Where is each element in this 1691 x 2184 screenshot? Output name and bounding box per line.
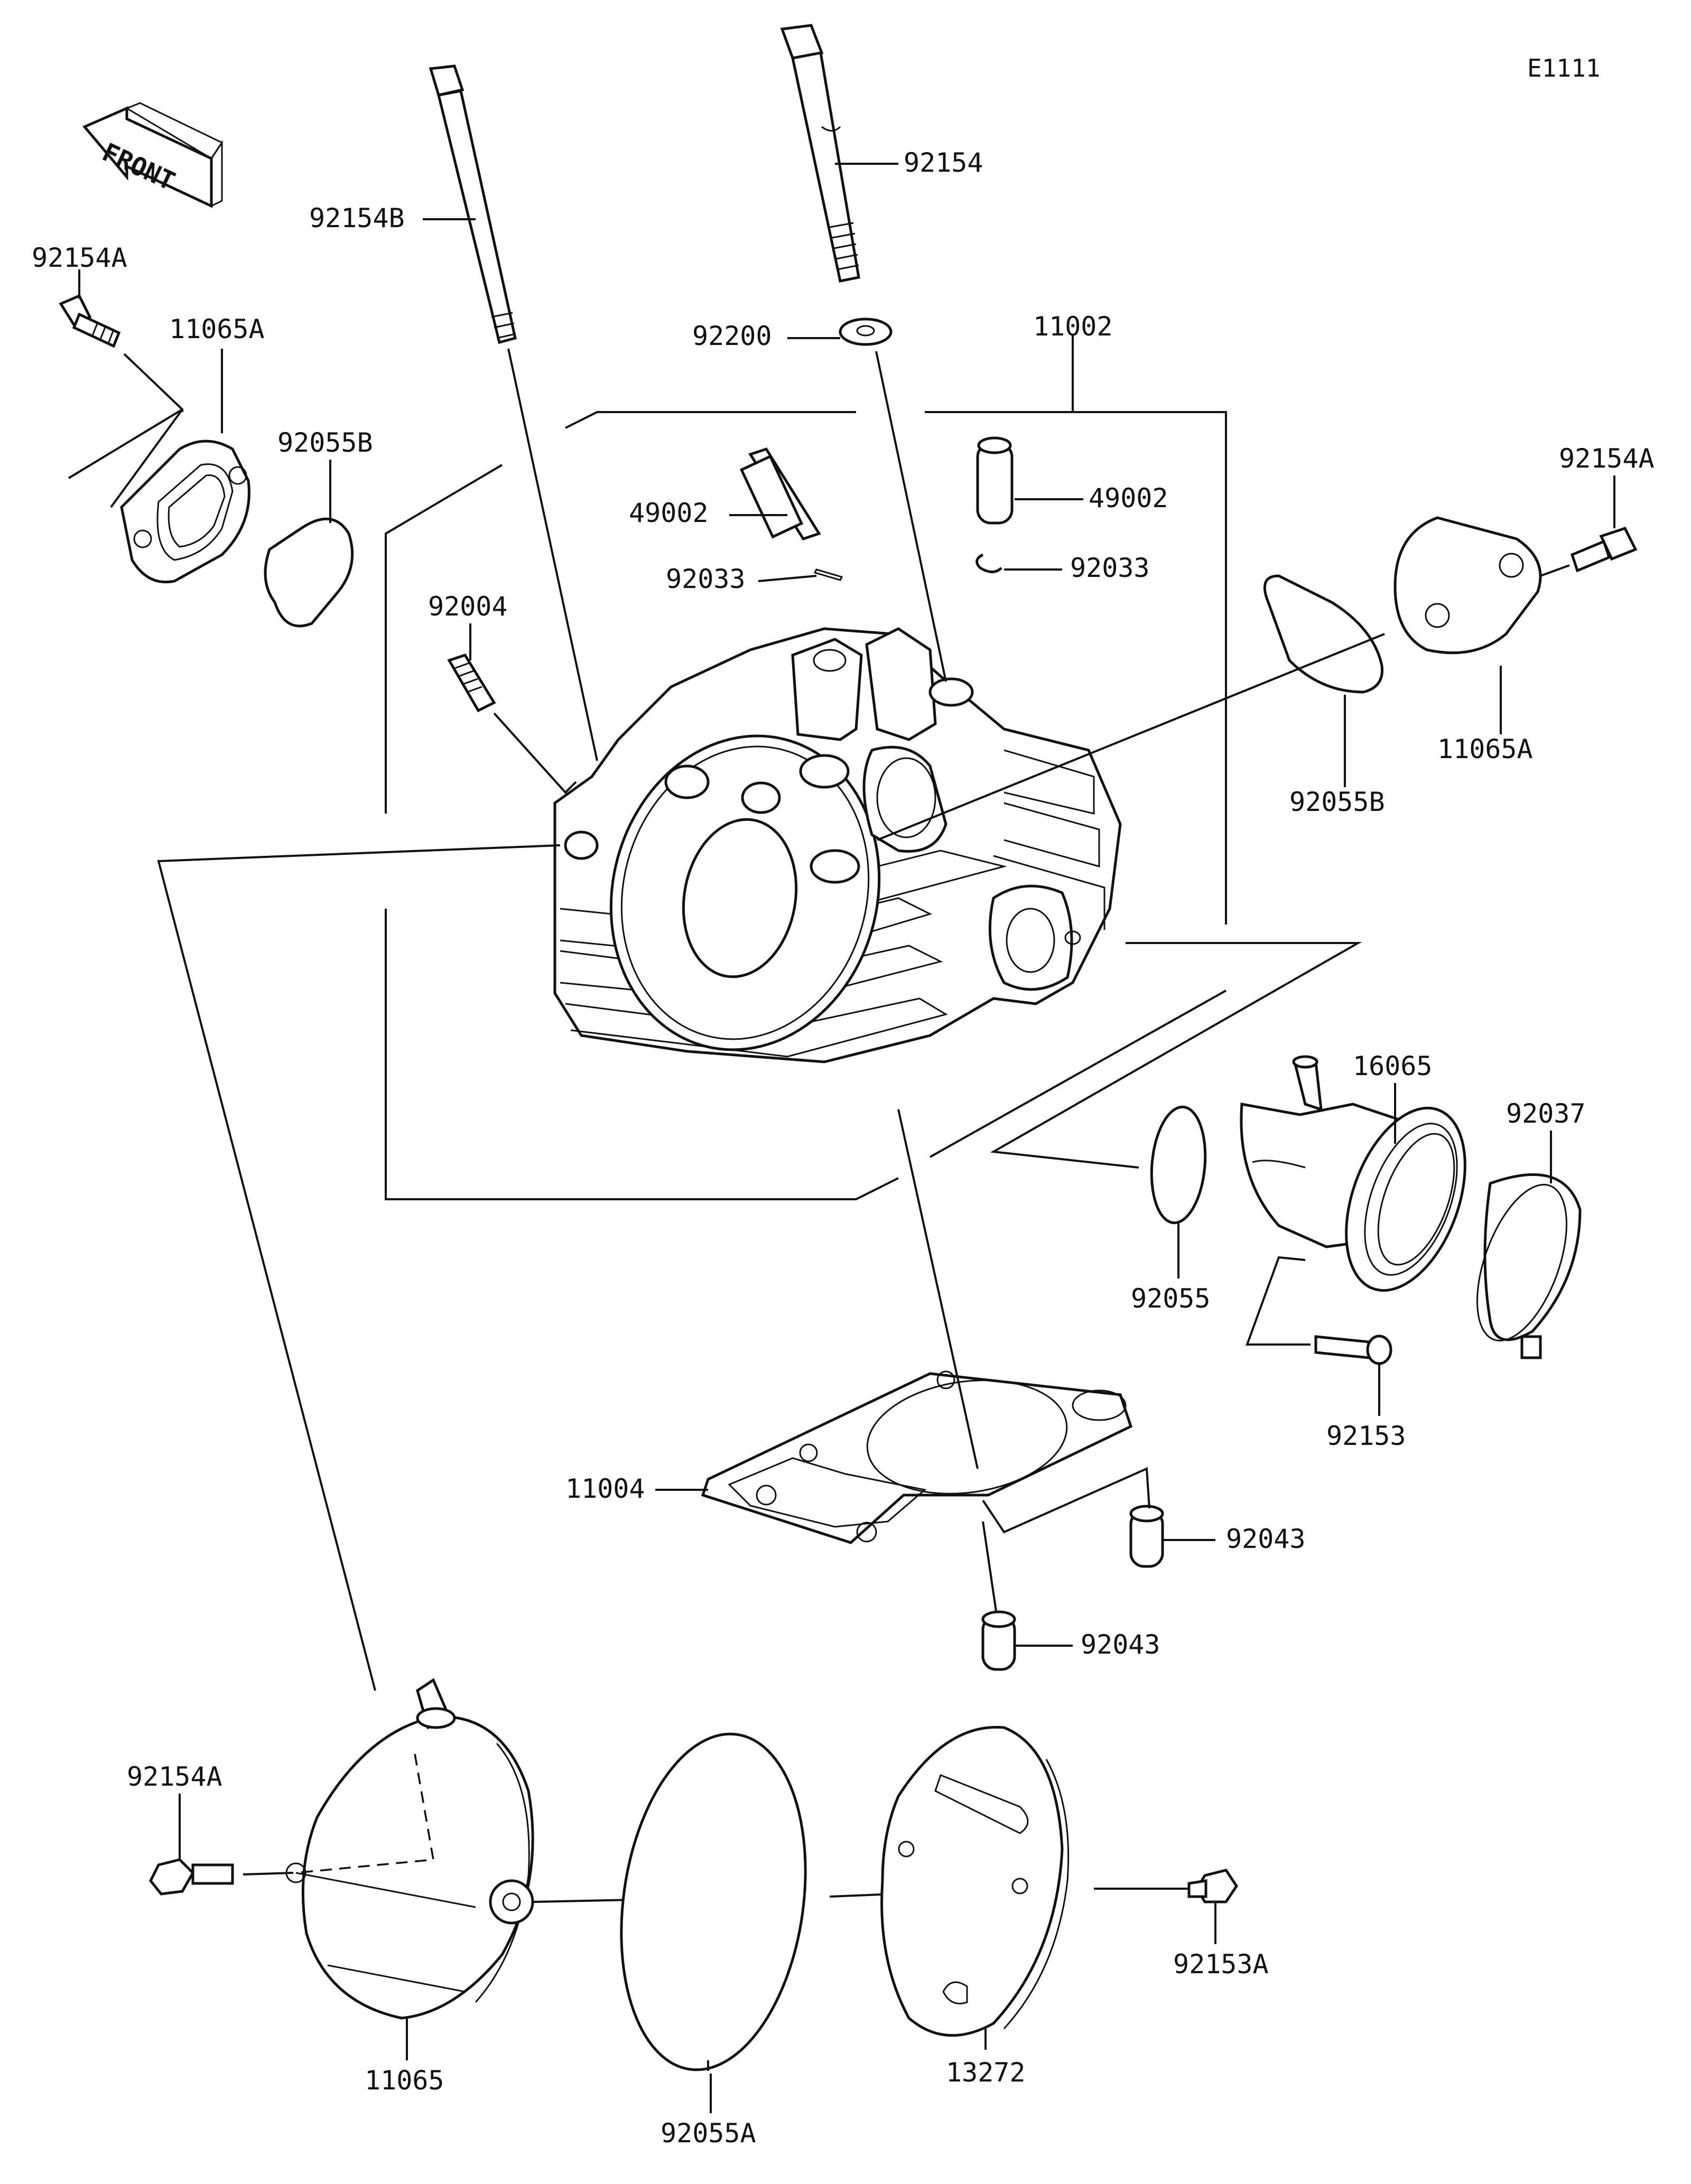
bolt-92154B (429, 64, 598, 761)
cylinder-head-bracket (385, 335, 1227, 1200)
bolt-92153A (1094, 1869, 1239, 1903)
label-92033-right: 92033 (1070, 553, 1150, 583)
side-cover-11065 (285, 1678, 534, 2020)
label-49002-left: 49002 (629, 498, 709, 528)
label-92154A-left: 92154A (32, 242, 127, 273)
o-ring-92055A (620, 1732, 807, 2071)
leader-lines (78, 163, 1615, 2113)
label-16065: 16065 (1353, 1051, 1433, 1081)
cover-plate-13272 (880, 1725, 1070, 2037)
head-gasket-11004 (701, 1370, 1133, 1544)
bolt-92154A-bottom (149, 1858, 294, 1896)
clip-92033-right (975, 553, 1002, 573)
label-49002-right: 49002 (1089, 483, 1168, 514)
washer-92200 (839, 318, 947, 682)
label-92004: 92004 (428, 591, 508, 622)
label-13272: 13272 (946, 2057, 1026, 2088)
label-11065A-right: 11065A (1437, 734, 1533, 764)
label-92154A-right: 92154A (1559, 443, 1655, 474)
label-92043-lower: 92043 (1081, 1629, 1160, 1660)
bolt-92154 (780, 24, 860, 283)
label-11002: 11002 (1033, 311, 1113, 342)
label-92033-left: 92033 (666, 564, 746, 594)
label-92055B-right: 92055B (1289, 787, 1385, 817)
label-92043-upper: 92043 (1226, 1524, 1306, 1554)
o-ring-92055 (1150, 1105, 1207, 1225)
label-92055A: 92055A (661, 2118, 756, 2149)
bolt-92154A-left (59, 294, 121, 348)
label-92154A-bottom: 92154A (127, 1761, 222, 1792)
label-11065A-left: 11065A (169, 314, 265, 344)
label-92153: 92153 (1326, 1421, 1406, 1451)
valve-guide-49002-left (739, 447, 821, 540)
intake-pipe-16065 (1240, 1055, 1466, 1292)
o-ring-92055B-right (1263, 574, 1384, 694)
stud-92004 (447, 653, 577, 794)
diagram-code: E1111 (1527, 54, 1600, 82)
label-92055B-left: 92055B (277, 427, 373, 458)
label-11065: 11065 (365, 2065, 444, 2096)
valve-cover-11065A-left (120, 440, 250, 584)
bolt-92153 (1246, 1256, 1392, 1365)
label-92154: 92154 (904, 147, 983, 178)
cylinder-head (553, 627, 1122, 1063)
dowel-pin-92043-upper (982, 1467, 1164, 1568)
o-ring-92055B-left (264, 517, 354, 628)
valve-cover-11065A-right (1393, 516, 1542, 655)
front-arrow-icon: FRONT (82, 102, 224, 208)
label-92037: 92037 (1506, 1098, 1586, 1129)
label-92200: 92200 (692, 321, 772, 351)
label-92055: 92055 (1131, 1283, 1211, 1314)
dowel-pin-92043-lower (981, 1521, 1016, 1671)
label-11004: 11004 (565, 1473, 645, 1504)
label-92154B: 92154B (309, 203, 405, 234)
clamp-92037 (1476, 1173, 1582, 1359)
label-92153A: 92153A (1173, 1949, 1269, 1980)
clip-92033-left (813, 568, 843, 581)
valve-guide-49002-right (976, 436, 1014, 525)
